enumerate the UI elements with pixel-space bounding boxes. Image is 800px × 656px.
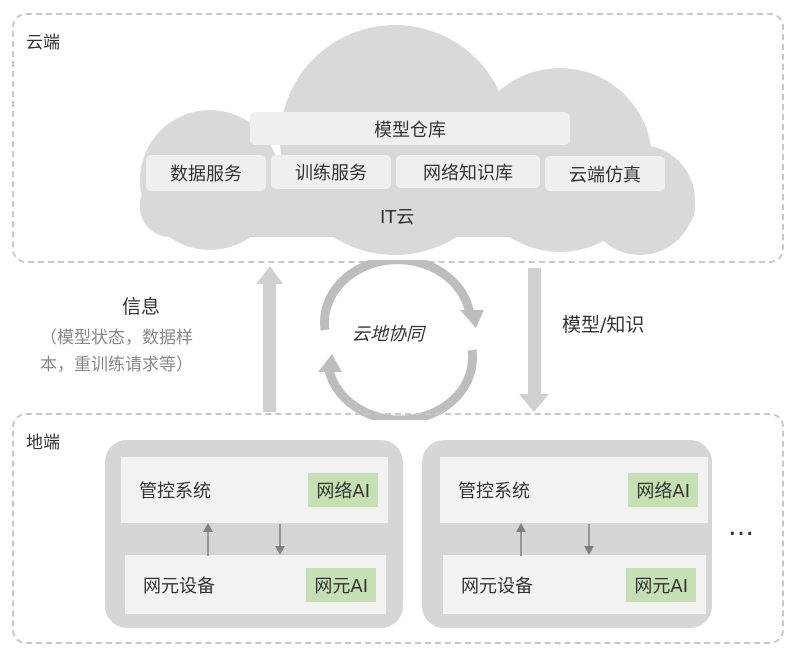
sync-arrows: [256, 260, 549, 420]
network-element-box: 网元设备 网元AI: [443, 555, 706, 614]
more-ellipsis: …: [728, 512, 754, 542]
element-ai-tag: 网元AI: [306, 567, 376, 602]
model-knowledge-label: 模型/知识: [562, 314, 645, 336]
control-system-box: 管控系统 网络AI: [121, 457, 388, 523]
cycle-icon: [320, 260, 478, 420]
model-warehouse: 模型仓库: [250, 112, 570, 145]
cloud-name: IT云: [380, 207, 415, 228]
group1-link-arrows: [203, 523, 285, 556]
info-title: 信息: [122, 296, 161, 318]
ground-region-label: 地端: [26, 433, 60, 453]
service-training: 训练服务: [271, 155, 391, 189]
down-arrow-icon: [519, 268, 549, 412]
cycle-label: 云地协同: [352, 324, 424, 345]
cycle-arrowhead: [318, 354, 342, 372]
cloud-region-label: 云端: [26, 33, 60, 53]
service-data: 数据服务: [146, 155, 266, 191]
network-element-label: 网元设备: [461, 575, 533, 597]
info-detail-line2: 本，重训练请求等）: [40, 355, 193, 375]
service-knowledge-base: 网络知识库: [396, 155, 540, 188]
control-system-label: 管控系统: [458, 481, 530, 502]
info-detail-line1: （模型状态，数据样: [40, 328, 193, 348]
up-arrow-icon: [256, 266, 283, 412]
control-system-box: 管控系统 网络AI: [440, 457, 708, 523]
network-ai-tag: 网络AI: [308, 473, 378, 507]
element-ai-tag: 网元AI: [626, 567, 696, 602]
service-cloud-simulation: 云端仿真: [545, 156, 665, 191]
network-ai-tag: 网络AI: [628, 473, 698, 507]
network-element-box: 网元设备 网元AI: [125, 555, 386, 614]
ground-region: [12, 413, 784, 644]
control-system-label: 管控系统: [139, 481, 211, 502]
network-element-label: 网元设备: [143, 575, 215, 597]
cycle-arrowhead: [460, 310, 484, 328]
group2-link-arrows: [516, 523, 594, 556]
